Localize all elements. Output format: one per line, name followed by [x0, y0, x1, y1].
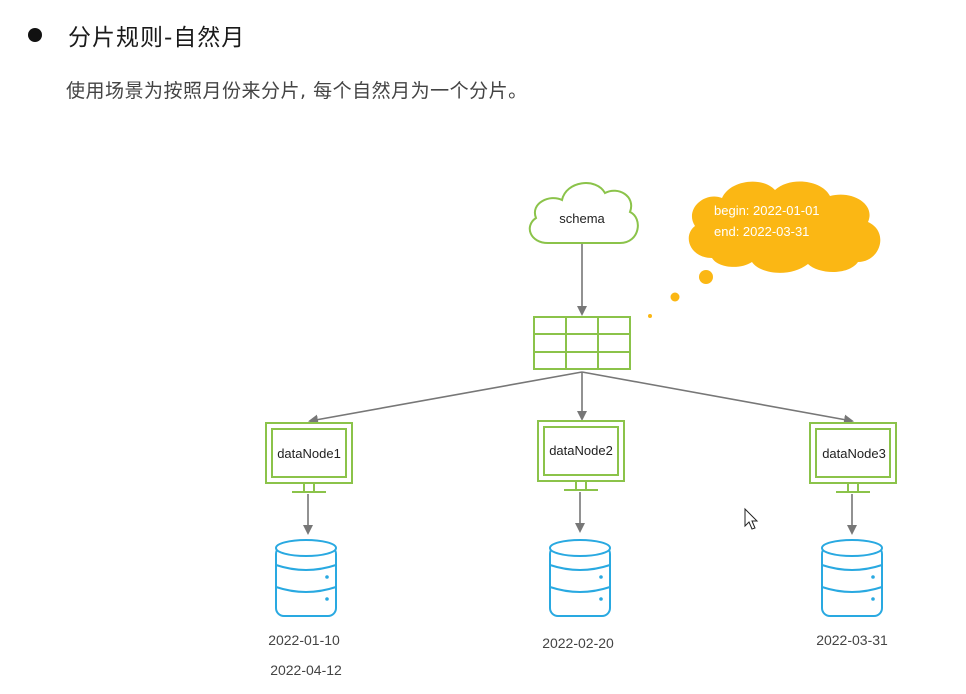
- note-end: end: 2022-03-31: [714, 224, 809, 239]
- database1-icon: [275, 539, 337, 617]
- datanode3-date-1: 2022-03-31: [816, 632, 888, 648]
- table-grid-icon: [533, 316, 631, 370]
- mouse-cursor-icon: [744, 507, 759, 530]
- datanode1-monitor-icon: [265, 422, 353, 493]
- note-begin: begin: 2022-01-01: [714, 203, 820, 218]
- datanode1-date-1: 2022-01-10: [268, 632, 340, 648]
- datanode1-label: dataNode1: [277, 446, 341, 461]
- database3-icon: [821, 539, 883, 617]
- arrow-table-to-node3: [581, 371, 854, 425]
- bullet-icon: [28, 28, 42, 42]
- arrow-table-to-node1: [308, 371, 583, 425]
- database2-icon: [549, 539, 611, 617]
- datanode2-label: dataNode2: [549, 443, 613, 458]
- page-title: 分片规则-自然月: [68, 25, 246, 51]
- datanode2-monitor-icon: [537, 420, 625, 491]
- datanode3-monitor-icon: [809, 422, 897, 493]
- thought-bubble-icon: [648, 181, 881, 318]
- page-description: 使用场景为按照月份来分片, 每个自然月为一个分片。: [66, 80, 528, 102]
- schema-cloud-icon: [528, 182, 639, 244]
- datanode2-date-1: 2022-02-20: [542, 635, 614, 651]
- datanode3-label: dataNode3: [822, 446, 886, 461]
- datanode1-date-2: 2022-04-12: [270, 662, 342, 678]
- section-heading: 分片规则-自然月: [28, 18, 245, 52]
- schema-label: schema: [559, 211, 605, 226]
